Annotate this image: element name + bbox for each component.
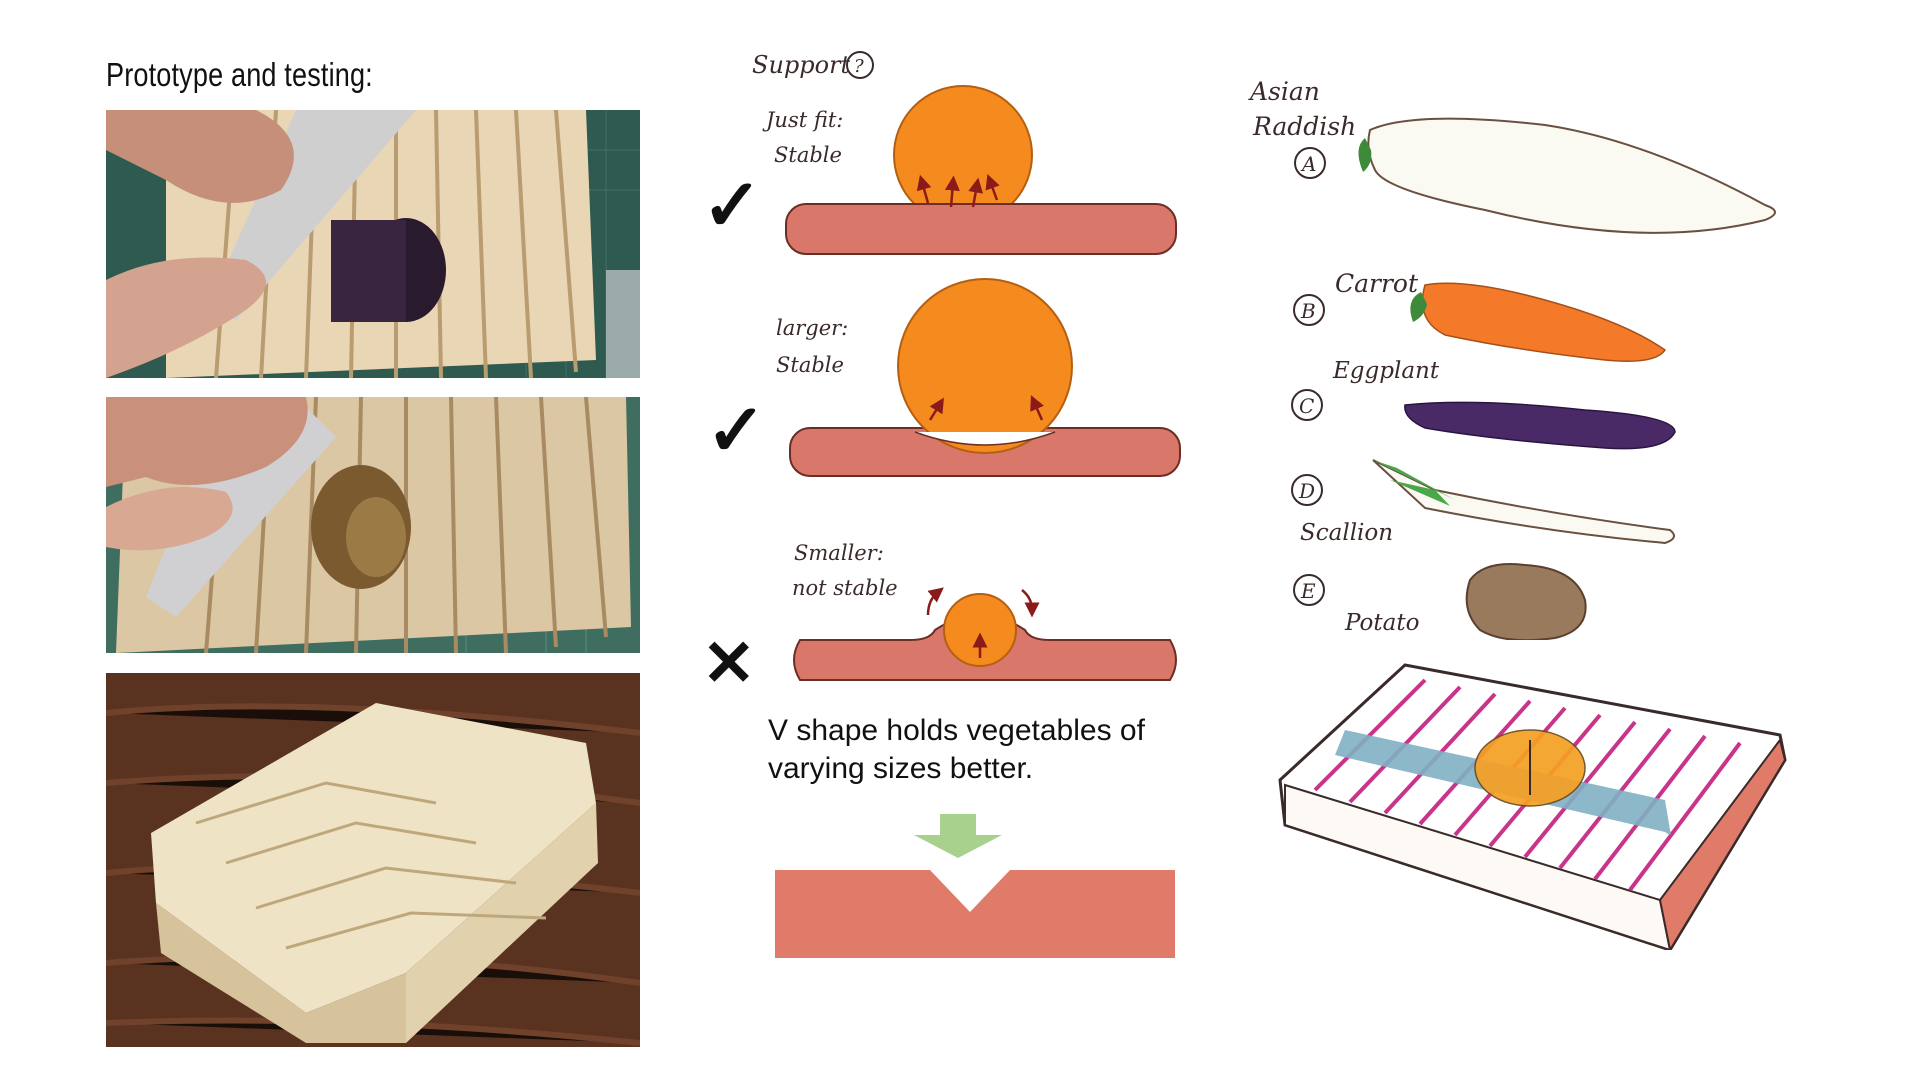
svg-text:B: B [1300,299,1316,323]
case-smaller-status: not stable [792,576,898,600]
check-mark-icon: ✓ [702,166,762,246]
asian-radish-icon [1367,117,1776,234]
case-just-fit-status: Stable [774,143,842,167]
veg-b-badge [1293,294,1325,326]
case-just-fit-label: Just fit: [762,108,843,132]
case-larger-label: larger: [776,316,848,340]
down-arrow-icon [914,814,1002,858]
veg-a-badge [1294,147,1326,179]
veg-d-badge [1291,474,1323,506]
help-icon [846,51,874,79]
scallion-icon [1372,459,1675,545]
smaller-ball [943,593,1017,667]
veg-c-badge [1291,389,1323,421]
v-shape-illustration [775,814,1175,958]
cross-mark-icon: ✕ [702,627,756,699]
just-fit-board [785,203,1177,255]
veg-d-name: Scallion [1300,520,1393,546]
veg-e-name: Potato [1344,610,1419,636]
cutting-board-sketch [1278,663,1787,950]
photo-v-shape-prototype [106,673,640,1047]
veg-c-name: Eggplant [1332,358,1440,384]
veg-e-badge [1293,574,1325,606]
case-larger-status: Stable [776,353,844,377]
svg-text:D: D [1298,479,1315,503]
carrot-icon [1421,282,1667,362]
section-heading: Prototype and testing: [106,56,373,93]
photo-cutting-eggplant [106,110,640,378]
photo-cutting-potato [106,397,640,653]
eggplant-icon [1404,401,1676,450]
support-diagram: Support ? Just fit: Stable ✓ larger: Sta… [702,51,1181,699]
check-mark-icon: ✓ [706,391,766,471]
potato-icon [1465,563,1587,640]
v-shape-caption: V shape holds vegetables of varying size… [768,714,1145,785]
svg-text:A: A [1300,152,1316,176]
svg-text:C: C [1299,394,1314,418]
svg-text:?: ? [854,56,864,77]
veg-a-name: Asian [1248,77,1320,106]
veg-b-name: Carrot [1335,269,1419,298]
support-title: Support [752,51,851,79]
v-shape-block [775,870,1175,958]
svg-text:E: E [1300,579,1316,603]
case-smaller-label: Smaller: [794,541,884,565]
veg-a-name-2: Raddish [1252,112,1356,141]
larger-ball [897,278,1073,454]
vegetable-chart: Asian Raddish A B Carrot C Eggplant D Sc… [1248,77,1776,640]
